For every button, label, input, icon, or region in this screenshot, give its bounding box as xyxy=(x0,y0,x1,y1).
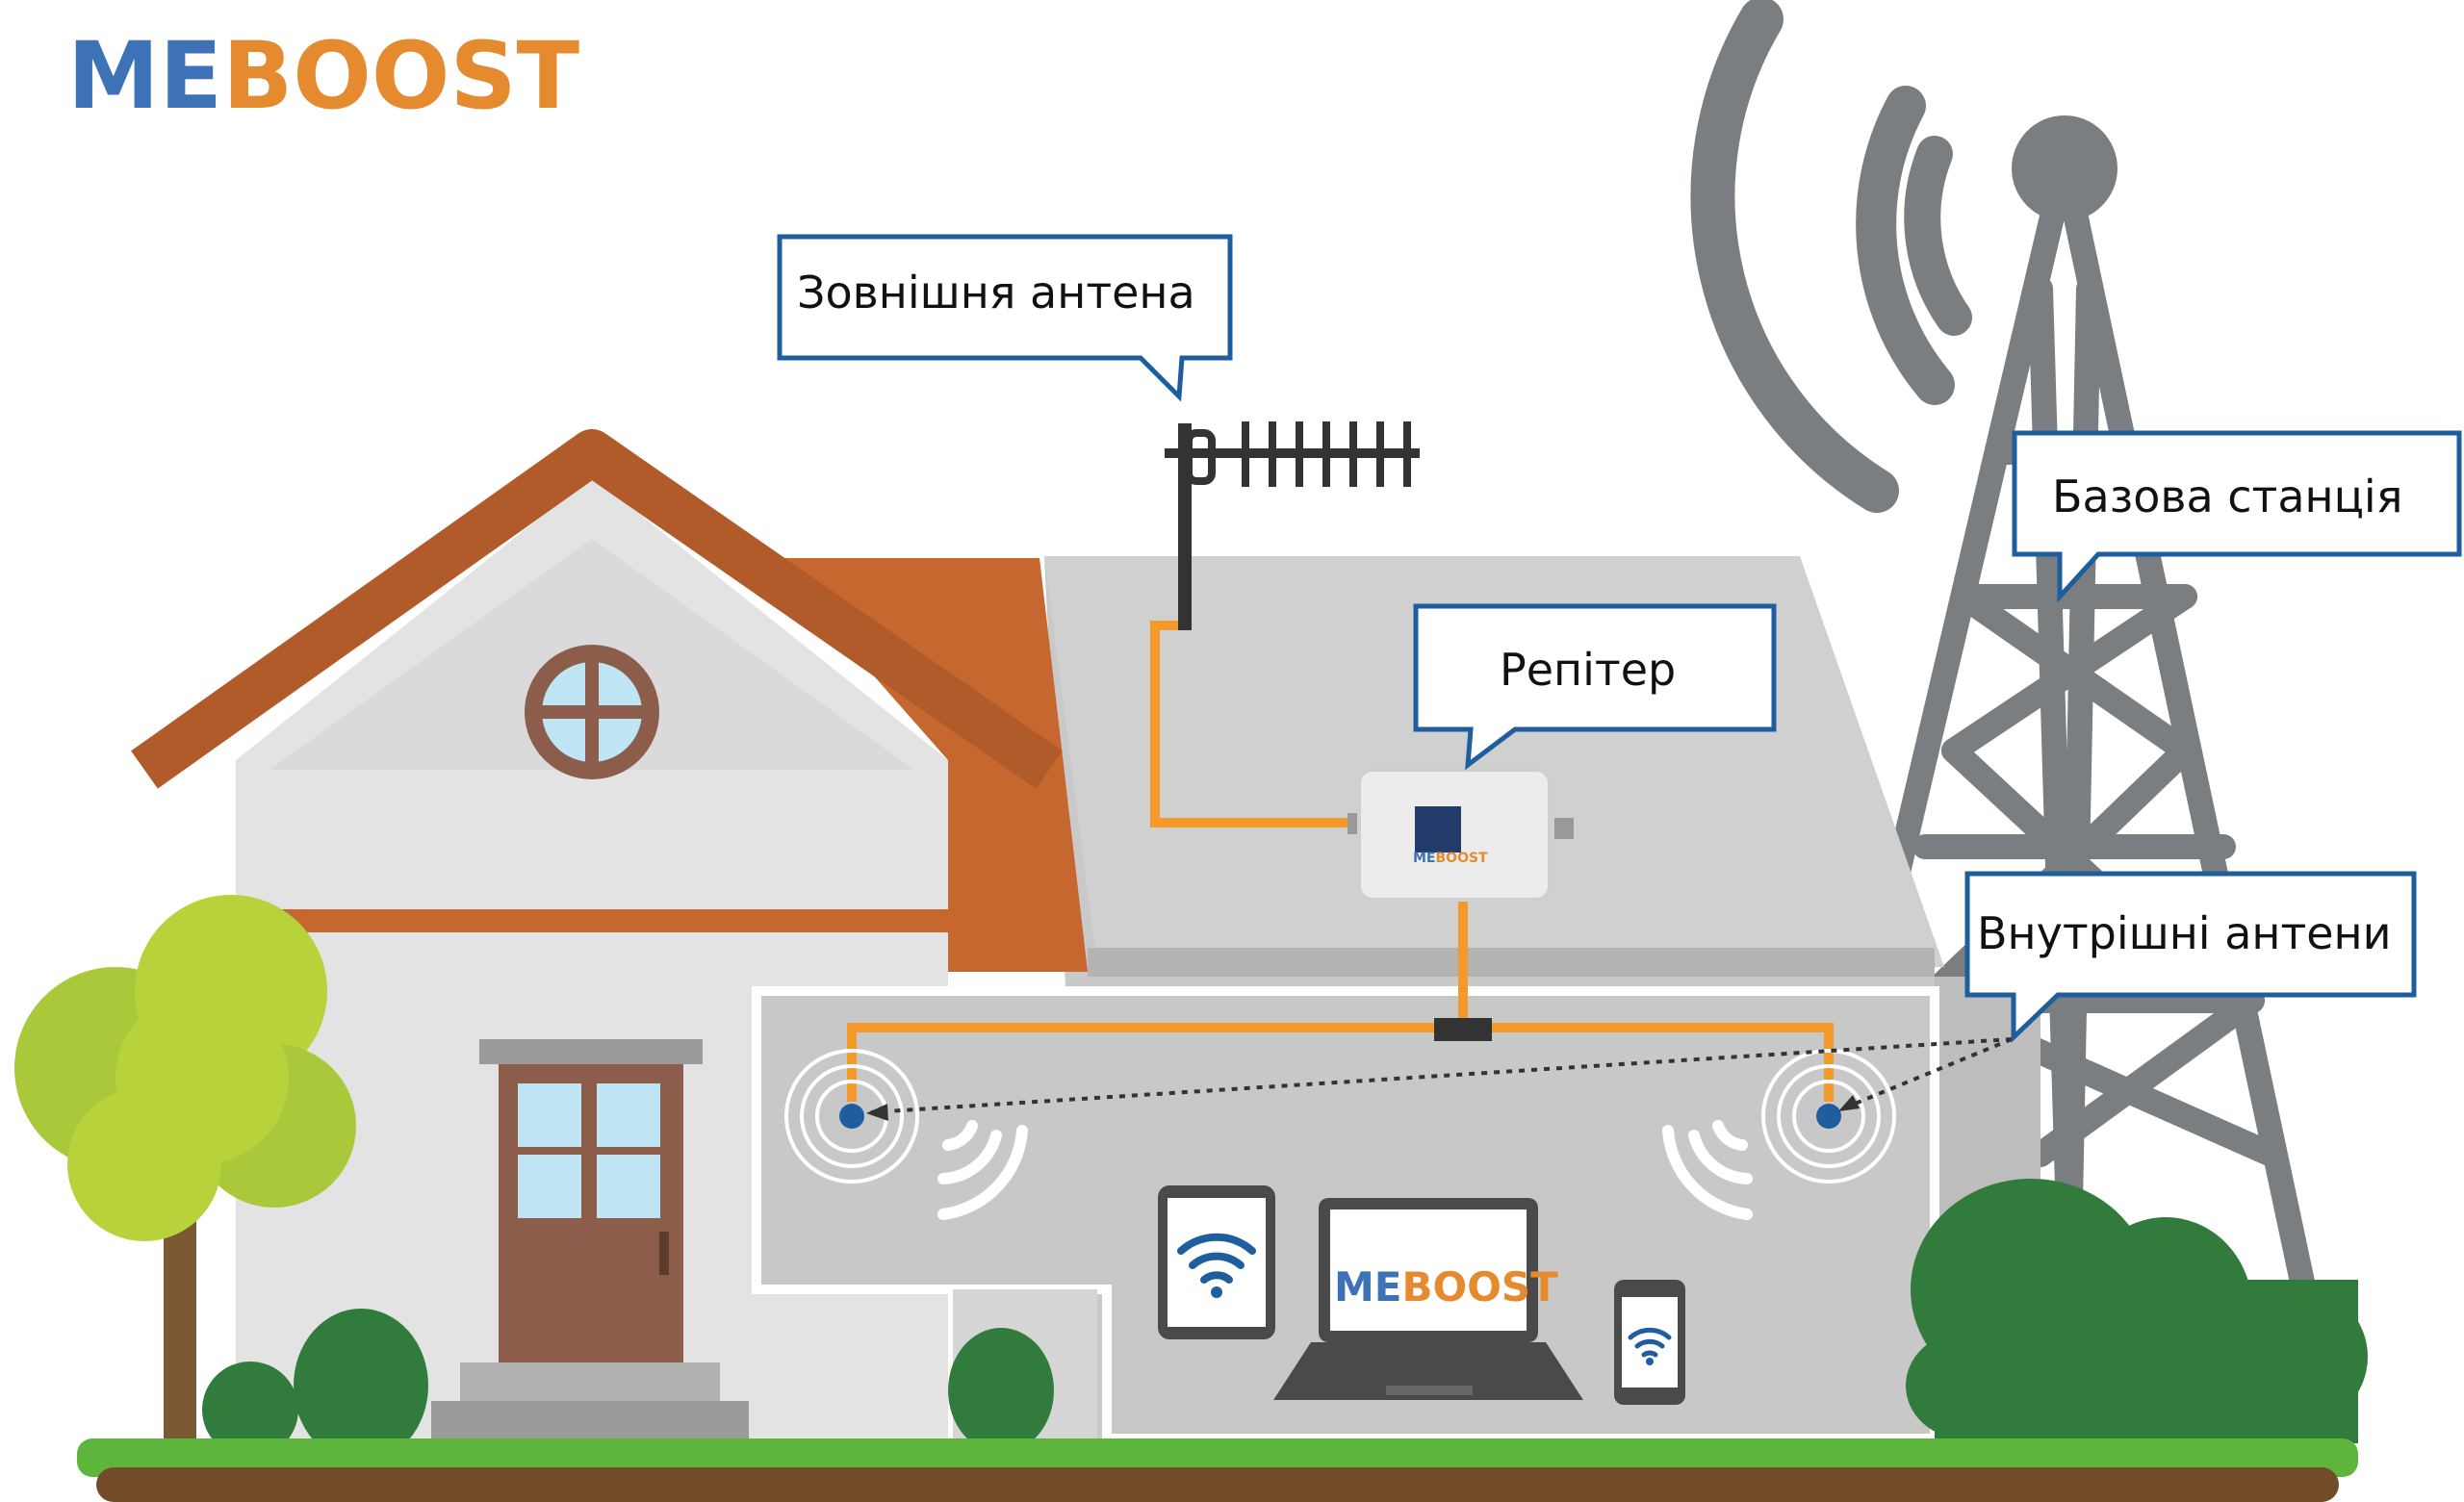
label-indoor-antennas: Внутрішні антени xyxy=(1977,907,2392,959)
laptop-logo: MEBOOST xyxy=(1334,1263,1558,1311)
indoor-antenna-right xyxy=(1761,1049,1896,1184)
cable-splitter xyxy=(1434,1018,1492,1041)
signal-wave-icon xyxy=(937,1120,1753,1220)
tree-icon xyxy=(14,895,356,1443)
wifi-icon xyxy=(1177,1233,1256,1284)
callout-base-station: Базова станція xyxy=(2012,430,2462,603)
smartphone-icon xyxy=(1614,1280,1685,1405)
label-base-station: Базова станція xyxy=(2052,471,2402,522)
indoor-antenna-left xyxy=(784,1049,919,1184)
laptop-icon: MEBOOST xyxy=(1273,1198,1583,1400)
wifi-icon xyxy=(1628,1327,1672,1358)
callout-outdoor-antenna: Зовнішня антена xyxy=(777,234,1233,402)
brand-logo-text: MEBOOST xyxy=(67,22,579,130)
repeater-device-icon: MEBOOST xyxy=(1348,768,1574,902)
ground xyxy=(77,1438,2358,1502)
label-outdoor-antenna: Зовнішня антена xyxy=(797,267,1195,318)
arrow-head xyxy=(866,1095,1860,1121)
bushes xyxy=(202,1179,2368,1463)
brand-logo: MEBOOST xyxy=(67,22,579,130)
callout-indoor-antennas: Внутрішні антени xyxy=(1964,871,2417,1043)
brand-logo-part1: ME xyxy=(67,22,222,130)
brand-logo-part2: BOOST xyxy=(222,22,579,130)
front-door xyxy=(431,1039,749,1439)
signal-wave-icon xyxy=(1690,0,1972,513)
label-repeater: Репітер xyxy=(1500,644,1676,696)
repeater-logo: MEBOOST xyxy=(1413,851,1488,866)
callout-repeater: Репітер xyxy=(1413,603,1777,771)
tablet-icon xyxy=(1158,1185,1275,1339)
round-window xyxy=(525,645,659,779)
antenna-icon xyxy=(1165,421,1420,630)
house xyxy=(131,429,2040,1443)
callout-leader xyxy=(870,1037,2013,1114)
